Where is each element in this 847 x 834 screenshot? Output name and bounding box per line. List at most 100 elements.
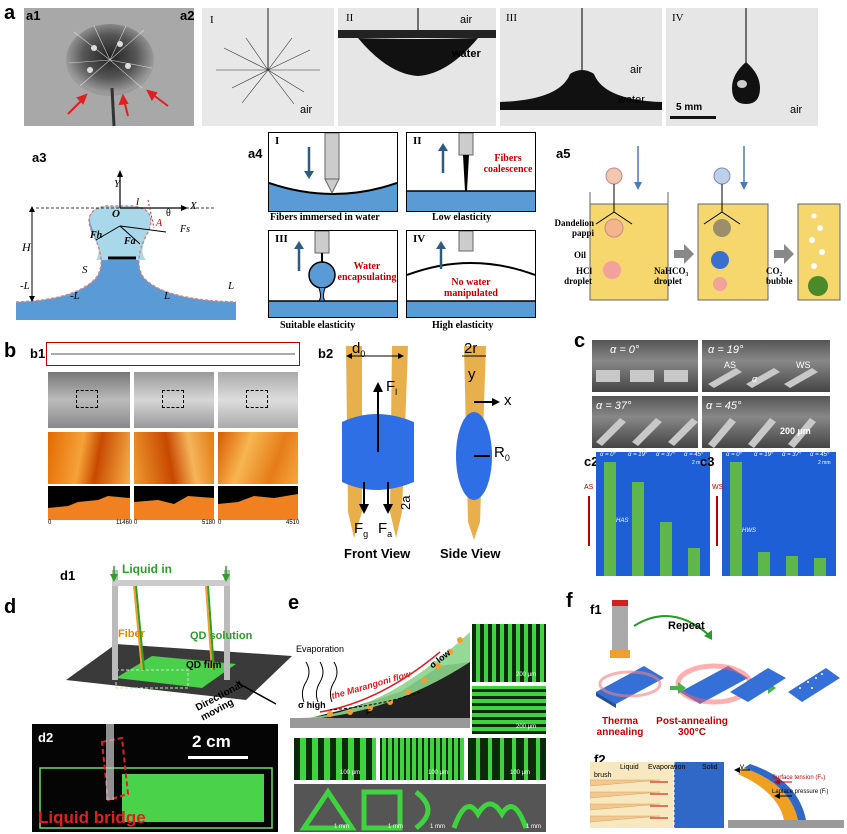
c3-scale: 2 mm (818, 460, 831, 466)
b2-d0: d0 (352, 340, 366, 359)
panel-label-b1: b1 (30, 346, 46, 361)
c2-a45: α = 45° (684, 452, 704, 458)
b2-Fa: Fa (378, 520, 393, 539)
b1-tick-4: 5180 (202, 520, 216, 526)
c3-arrow (716, 496, 718, 546)
e-scale-200b: 200 µm (516, 724, 537, 730)
panel-label-b: b (4, 340, 17, 362)
a4-IV: IV (413, 233, 426, 245)
e-scale-100a: 100 µm (340, 770, 361, 776)
c1-WS: WS (796, 360, 811, 370)
b1-overview-strip (46, 342, 300, 366)
b2-diagram (342, 346, 500, 540)
c1-alpha0: α = 0° (610, 344, 640, 356)
a4-note-4: No water manipulated (444, 277, 498, 299)
c1-AS: AS (724, 360, 737, 370)
c2-AS: AS (584, 484, 594, 491)
d1-liquid-bridge: Liquid bridge (88, 688, 152, 699)
panel-label-f2: f2 (594, 752, 606, 767)
a2-label-IV: IV (672, 12, 684, 24)
a4-cap-1: Fibers immersed in water (270, 212, 380, 223)
a2-label-II: II (346, 12, 354, 24)
c2-arrow (588, 496, 590, 546)
c2-image: α = 0° α = 19° α = 37° α = 45° 2 mm HAS (596, 452, 710, 576)
a5-pappi: Dandelion pappi (554, 218, 594, 238)
f2-evaporation: Evaporation (648, 764, 686, 771)
a4-box-2: II Fibers coalescence (406, 132, 536, 212)
a3-A: A (156, 218, 163, 229)
e-F: F (366, 708, 371, 717)
a3-l: l (136, 196, 140, 208)
a2-scale: 5 mm (676, 102, 703, 113)
e-micro-top-1: 200 µm (472, 624, 546, 682)
f1-diagram (596, 600, 840, 708)
f1-repeat: Repeat (668, 620, 705, 632)
b1-sem-row (48, 372, 298, 428)
c2-a37: α = 37° (656, 452, 676, 458)
panel-label-d1: d1 (60, 568, 76, 583)
c3-image: α = 0° α = 19° α = 37° α = 45° 2 mm HWS (722, 452, 836, 576)
a4-box-3: III Water encapsulating (268, 230, 398, 318)
b2-2r: 2r (464, 340, 478, 357)
d1-qd-film: QD film (186, 660, 222, 671)
panel-label-d: d (4, 596, 17, 618)
b1-heatmap-row (48, 432, 298, 484)
c1-sem-0: α = 0° (592, 340, 698, 392)
panel-label-e: e (288, 592, 300, 614)
a4-cap-2: Low elasticity (432, 212, 492, 223)
dandelion-image (24, 8, 194, 126)
a2-label-I: I (210, 14, 214, 26)
f2-v: v (740, 762, 744, 771)
f2-solid: Solid (702, 764, 718, 771)
d1-qd-solution: QD solution (190, 630, 253, 642)
e-micro-mid-3: 100 µm (468, 738, 546, 780)
a3-theta: θ (166, 208, 171, 219)
a5-nahco: NaHCO₃ droplet (654, 266, 689, 286)
b2-x: x (504, 392, 512, 409)
a2-photo-1: I air (202, 8, 334, 126)
a4-II: II (413, 135, 422, 147)
c1-sem-37: α = 37° (592, 396, 698, 448)
a3-O: O (112, 208, 120, 220)
c3-WS: WS (712, 484, 724, 491)
c2-a19: α = 19° (628, 452, 648, 458)
a2-air-4: air (790, 104, 803, 116)
a3-negL: -L (20, 280, 30, 292)
a3-L: L (228, 280, 235, 292)
c3-H: HWS (742, 528, 756, 534)
d1-fiber: Fiber (118, 628, 145, 640)
e-sigma-high: σ high (298, 700, 326, 710)
a4-I: I (275, 135, 280, 147)
c1-sem-45: α = 45° 200 µm (702, 396, 830, 448)
a3-H: H (22, 240, 31, 254)
a3-negL2: -L (70, 290, 80, 302)
b2-side-view: Side View (440, 546, 501, 561)
c3-a0: α = 0° (726, 452, 742, 458)
f1-post: Post-annealing 300°C (656, 716, 728, 738)
a2-photo-4: IV 5 mm air (666, 8, 818, 126)
a2-label-III: III (506, 12, 517, 24)
e-scale-100c: 100 µm (510, 770, 531, 776)
f2-laplace: Laplace pressure (Fₗ) (772, 789, 829, 795)
a5-co2: CO₂ bubble (766, 266, 793, 286)
a2-photo-3: III air water (500, 8, 662, 126)
c2-scale: 2 mm (692, 460, 705, 466)
panel-label-a: a (4, 2, 16, 24)
b1-tick-6: 4510 (286, 520, 300, 526)
panel-label-c3: c3 (700, 454, 715, 469)
e-micro-mid-2: 100 µm (380, 738, 464, 780)
e-micro-mid-1: 100 µm (294, 738, 376, 780)
e-scale-1mm-1: 1 mm (334, 824, 349, 830)
panel-label-a5: a5 (556, 146, 571, 161)
d1-liquid-in: Liquid in (122, 562, 172, 576)
panel-label-a3: a3 (32, 150, 47, 165)
panel-label-f: f (566, 590, 573, 612)
panel-label-a1: a1 (26, 8, 41, 23)
c1-alpha45: α = 45° (706, 400, 742, 412)
c2-H: HAS (616, 518, 629, 524)
c2-a0: α = 0° (600, 452, 616, 458)
a1-dandelion-photo (24, 8, 194, 126)
e-shapes-row: 1 mm 1 mm 1 mm 1 mm (294, 784, 546, 832)
e-micro-top-2: 200 µm (472, 686, 546, 734)
d2-photo: d2 2 cm Liquid bridge (32, 724, 278, 832)
